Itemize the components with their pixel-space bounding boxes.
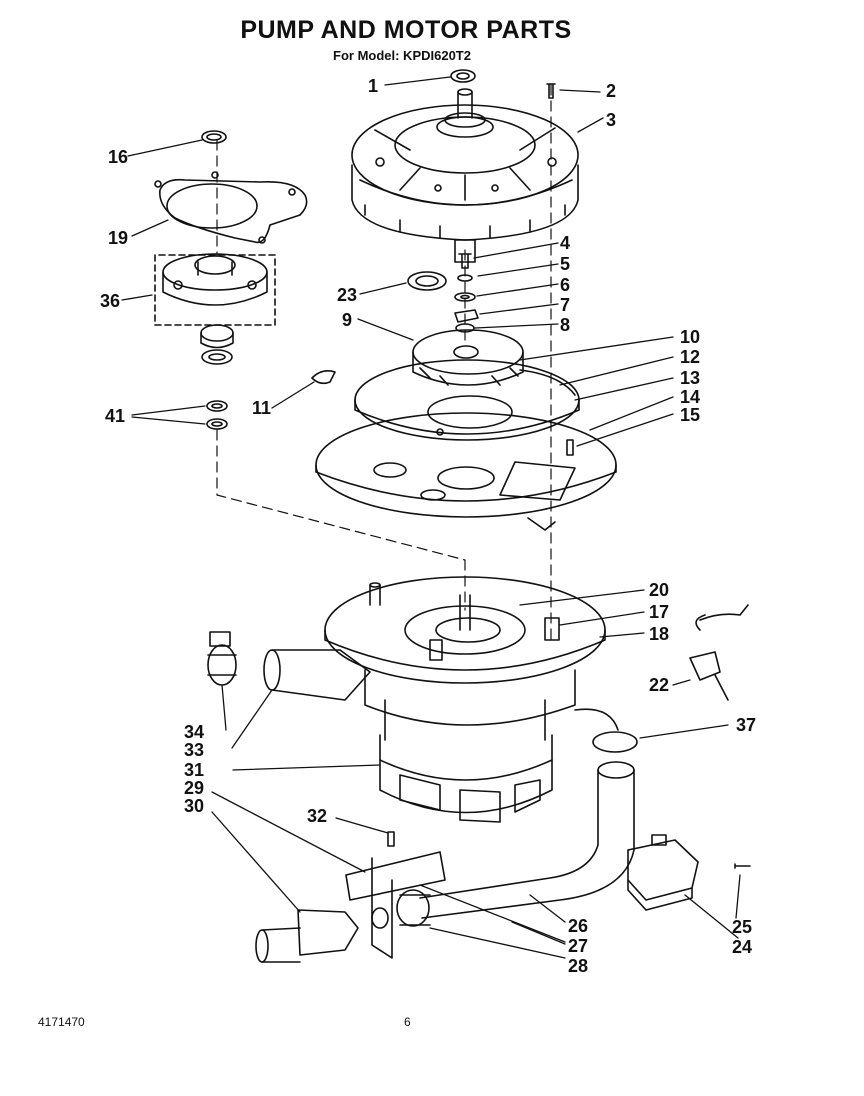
callout-4: 4	[560, 233, 570, 253]
page-title: PUMP AND MOTOR PARTS	[240, 16, 572, 44]
callout-7: 7	[560, 295, 570, 315]
callout-8: 8	[560, 315, 570, 335]
callout-6: 6	[560, 275, 570, 295]
seal-stack-parts	[154, 130, 308, 430]
callout-16: 16	[108, 147, 128, 167]
clip-11	[311, 370, 336, 385]
callout-30: 30	[184, 796, 204, 816]
callout-26: 26	[568, 916, 588, 936]
callout-28: 28	[568, 956, 588, 976]
callout-19: 19	[108, 228, 128, 248]
fasteners-4-8	[407, 253, 479, 333]
inlet-hose-part	[207, 631, 371, 701]
callout-29: 29	[184, 778, 204, 798]
impeller-part	[412, 329, 524, 386]
callout-34: 34	[184, 722, 204, 742]
callout-23: 23	[337, 285, 357, 305]
callout-14: 14	[680, 387, 700, 407]
callout-18: 18	[649, 624, 669, 644]
sensor-part	[689, 604, 749, 701]
seal-ring-1	[450, 69, 476, 83]
motor-part	[351, 88, 579, 263]
callout-37: 37	[736, 715, 756, 735]
callout-15: 15	[680, 405, 700, 425]
callout-36: 36	[100, 291, 120, 311]
callout-9: 9	[342, 310, 352, 330]
screw-2	[546, 83, 556, 99]
drain-hose-part	[419, 708, 638, 919]
callout-22: 22	[649, 675, 669, 695]
base-plate-part	[315, 412, 617, 531]
bracket-and-valve	[255, 831, 446, 963]
document-number: 4171470	[38, 1015, 85, 1029]
pump-body-part	[324, 576, 606, 823]
alignment-lines	[216, 84, 552, 641]
callout-11: 11	[252, 398, 271, 418]
callout-13: 13	[680, 368, 700, 388]
callout-24: 24	[732, 937, 752, 957]
model-subtitle: For Model: KPDI620T2	[333, 48, 471, 63]
callout-10: 10	[680, 327, 700, 347]
pump-housing-plate	[354, 359, 580, 441]
callout-17: 17	[649, 602, 669, 622]
callout-12: 12	[680, 347, 700, 367]
page-number: 6	[404, 1015, 411, 1029]
callout-41: 41	[105, 406, 125, 426]
switch-part	[627, 834, 751, 911]
callout-1: 1	[368, 76, 378, 96]
callout-27: 27	[568, 936, 588, 956]
callout-31: 31	[184, 760, 204, 780]
leader-lines	[121, 76, 741, 959]
callout-5: 5	[560, 254, 570, 274]
callout-33: 33	[184, 740, 204, 760]
callout-25: 25	[732, 917, 752, 937]
callout-3: 3	[606, 110, 616, 130]
callout-2: 2	[606, 81, 616, 101]
callout-32: 32	[307, 806, 327, 826]
callout-20: 20	[649, 580, 669, 600]
